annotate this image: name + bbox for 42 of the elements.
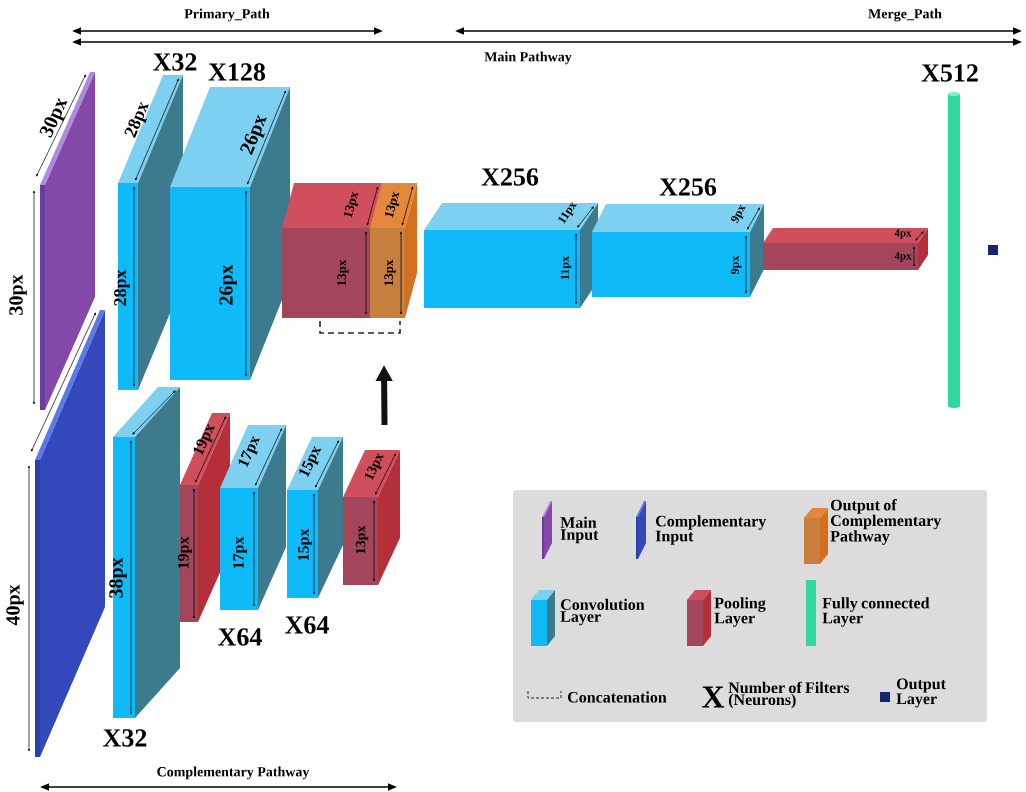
dimension-label: 13px: [385, 191, 400, 218]
legend-text: Output Layer: [896, 678, 946, 708]
legend-text: Convolution Layer: [560, 598, 645, 626]
span-label: Merge_Path: [868, 8, 942, 22]
dimension-label: 4px: [894, 229, 912, 239]
dimension-label: 15px: [299, 445, 322, 478]
filter-count: X256: [481, 168, 539, 186]
concatenation-bracket: [319, 320, 401, 334]
legend-text: Output of Complementary Pathway: [830, 499, 942, 545]
legend-symbol: X: [702, 686, 725, 708]
span-label: Main Pathway: [484, 51, 572, 65]
filter-count: X32: [153, 53, 197, 71]
filter-count: X128: [208, 63, 266, 81]
dimension-label: 30px: [9, 274, 27, 315]
dimension-label: 40px: [6, 584, 24, 626]
legend-text: Fully connected Layer: [822, 597, 930, 627]
filter-count: X32: [103, 729, 147, 747]
dimension-label: 17px: [238, 435, 260, 468]
dimension-label: 30px: [39, 97, 68, 138]
dimension-label: 38px: [109, 557, 127, 598]
dimension-label: 26px: [240, 114, 267, 155]
dimension-label: 13px: [384, 259, 396, 286]
dimension-label: 13px: [344, 191, 359, 218]
legend-text: Number of Filters (Neurons): [728, 681, 850, 709]
dimension-label: 13px: [355, 525, 369, 554]
dimension-label: 19px: [178, 536, 192, 569]
dimension-label: 13px: [364, 452, 384, 481]
filter-count: X64: [285, 616, 329, 634]
dimension-label: 28px: [114, 269, 130, 306]
output-square: [988, 245, 998, 255]
filter-count: X512: [921, 64, 978, 82]
legend-text: Concatenation: [568, 691, 667, 703]
span-label: Primary_Path: [184, 8, 270, 22]
legend-text: Complementary Input: [655, 515, 767, 545]
legend-text: Main Input: [560, 516, 599, 544]
legend-text: Pooling Layer: [714, 597, 766, 627]
filter-count: X256: [659, 178, 717, 196]
span-label: Complementary Pathway: [157, 766, 310, 780]
dimension-label: 17px: [233, 536, 247, 569]
dimension-label: 15px: [298, 528, 312, 561]
filter-count: X64: [218, 628, 262, 646]
dimension-label: 9px: [731, 204, 746, 223]
